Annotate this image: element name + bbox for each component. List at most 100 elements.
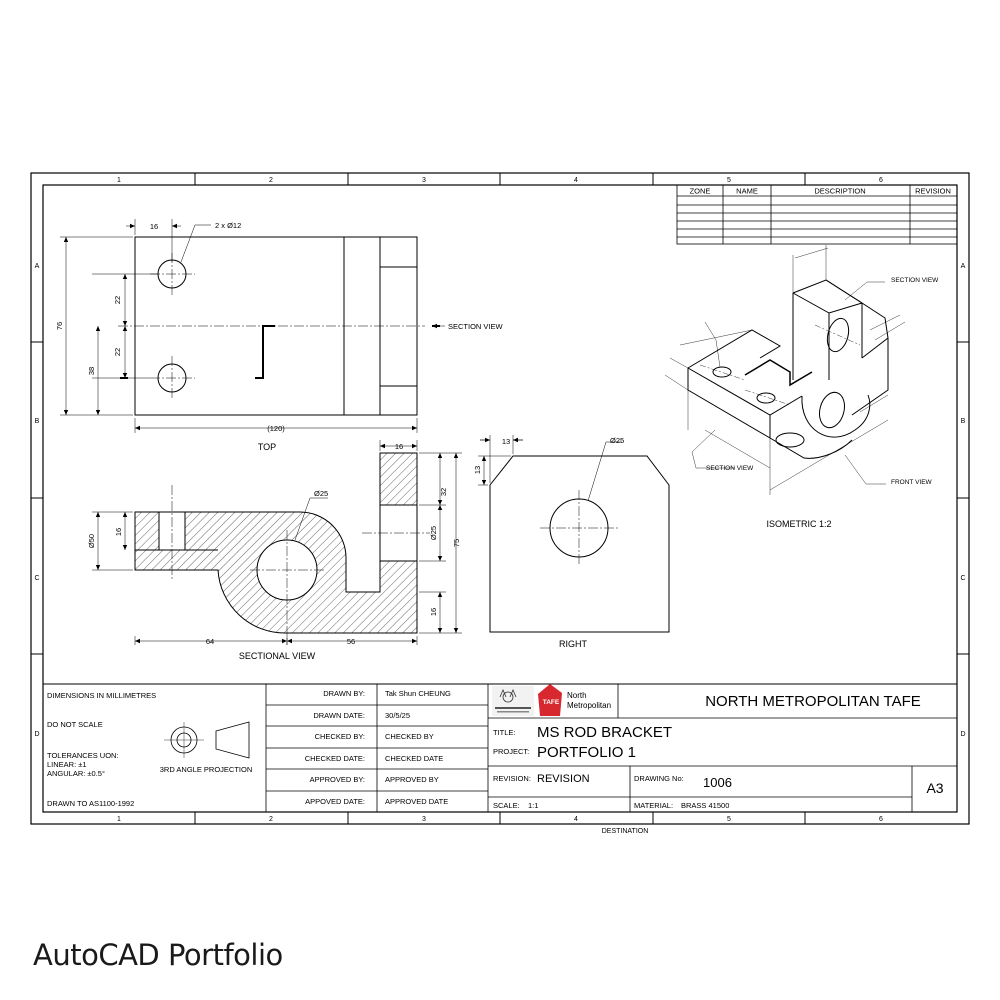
row-label: C [960,575,965,582]
revision-value: REVISION [537,773,590,785]
top-callout-section: SECTION VIEW [448,322,504,331]
col-label: 3 [422,816,426,823]
row-label: D [34,731,39,738]
field-value-approved-by: APPROVED BY [385,775,439,784]
col-label: 2 [269,816,273,823]
sectional-view [92,440,462,645]
top-dim-22b: 22 [113,348,122,356]
rev-header-revision: REVISION [915,187,951,196]
sect-dim-50: Ø50 [87,534,96,548]
top-dim-76: 76 [55,322,64,330]
logo-text-line-2: Metropolitan [567,701,611,710]
field-value-approved-date: APPROVED DATE [385,797,448,806]
drawing-no-label: DRAWING No: [634,774,684,783]
col-label: 3 [422,177,426,184]
title-block [43,683,957,812]
col-label: 1 [117,816,121,823]
sect-dim-75: 75 [452,539,461,547]
top-view-label: TOP [258,442,276,452]
iso-callout-section-top: SECTION VIEW [891,277,939,284]
field-label-approved-date: APPOVED DATE: [305,797,365,806]
zone-labels: 1 2 3 4 5 6 1 2 3 4 5 6 A B C D A B C D … [34,177,965,835]
note-tolerances: TOLERANCES UON: [47,751,119,760]
field-label-drawn-date: DRAWN DATE: [313,711,365,720]
row-label: A [35,263,40,270]
field-value-checked-by: CHECKED BY [385,732,434,741]
top-dim-120: (120) [267,424,285,433]
field-value-checked-date: CHECKED DATE [385,754,443,763]
project-label: PROJECT: [493,747,529,756]
tafe-badge-text: TAFE [543,699,560,706]
isometric-view-label: ISOMETRIC 1:2 [766,519,831,529]
row-label: C [34,575,39,582]
rev-header-name: NAME [736,187,758,196]
organisation-name: NORTH METROPOLITAN TAFE [705,693,921,710]
col-label: 6 [879,816,883,823]
border-frame [30,172,970,825]
sect-dim-16-left: 16 [114,528,123,536]
iso-callout-section-bottom: SECTION VIEW [706,465,754,472]
col-label: 4 [574,177,578,184]
scale-value: 1:1 [528,801,538,810]
iso-callout-front: FRONT VIEW [891,479,933,486]
row-label: B [35,418,40,425]
field-label-checked-by: CHECKED BY: [315,732,365,741]
field-label-drawn-by: DRAWN BY: [323,689,365,698]
sect-dim-16-bottom: 16 [429,608,438,616]
right-view-label: RIGHT [559,639,588,649]
col-label: 5 [727,177,731,184]
sect-dim-16-top: 16 [395,442,403,451]
col-label: 1 [117,177,121,184]
isometric-view [664,245,906,495]
drawing-title: MS ROD BRACKET [537,724,672,741]
field-label-approved-by: APPROVED BY: [310,775,365,784]
row-label: D [960,731,965,738]
title-label: TITLE: [493,728,516,737]
material-label: MATERIAL: [634,801,673,810]
top-dim-16: 16 [150,222,158,231]
note-dimensions: DIMENSIONS IN MILLIMETRES [47,691,156,700]
revision-label: REVISION: [493,774,531,783]
logo-text-line-1: North [567,691,587,700]
project-name: PORTFOLIO 1 [537,744,636,761]
note-angular: ANGULAR: ±0.5° [47,769,105,778]
note-linear: LINEAR: ±1 [47,760,87,769]
col-label: 2 [269,177,273,184]
field-value-drawn-by: Tak Shun CHEUNG [385,689,451,698]
sheet-size: A3 [926,780,943,796]
drawing-no-value: 1006 [703,775,732,790]
government-crest-icon [492,686,534,716]
right-dim-hole: Ø25 [610,436,624,445]
revision-table [676,184,958,245]
rev-header-zone: ZONE [690,187,711,196]
col-label: 4 [574,816,578,823]
col-label: 6 [879,177,883,184]
top-callout-holes: 2 x Ø12 [215,221,241,230]
destination-label: DESTINATION [602,828,649,835]
sect-dim-25: Ø25 [429,526,438,540]
sect-dim-64: 64 [206,637,214,646]
field-label-checked-date: CHECKED DATE: [305,754,365,763]
col-label: 5 [727,816,731,823]
rev-header-description: DESCRIPTION [814,187,865,196]
right-dim-13-horizontal: 13 [502,437,510,446]
sect-dim-56: 56 [347,637,355,646]
projection-label: 3RD ANGLE PROJECTION [160,765,253,774]
scale-label: SCALE: [493,801,520,810]
material-value: BRASS 41500 [681,801,729,810]
top-dim-38: 38 [87,367,96,375]
note-do-not-scale: DO NOT SCALE [47,720,103,729]
right-view [478,435,670,633]
portfolio-caption: AutoCAD Portfolio [33,938,283,972]
field-value-drawn-date: 30/5/25 [385,711,410,720]
row-label: B [961,418,966,425]
note-standard: DRAWN TO AS1100-1992 [47,799,134,808]
tafe-logo: TAFE North Metropolitan [538,684,611,716]
sect-dim-32: 32 [439,488,448,496]
sectional-view-label: SECTIONAL VIEW [239,651,316,661]
row-label: A [961,263,966,270]
top-view [60,219,445,433]
top-dim-22a: 22 [113,296,122,304]
sect-dim-hole: Ø25 [314,489,328,498]
